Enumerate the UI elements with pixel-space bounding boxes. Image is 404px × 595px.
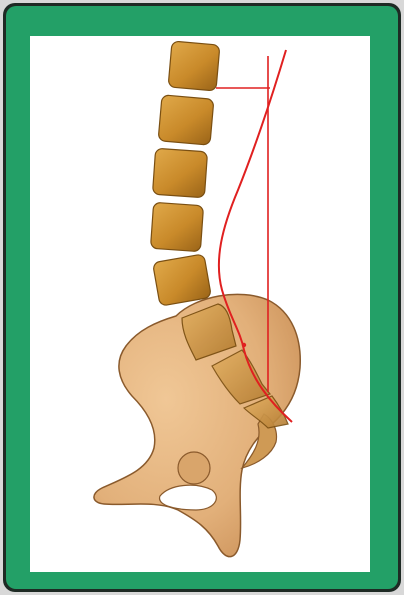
vertebra-2 <box>158 95 214 145</box>
vertebra-5 <box>153 254 212 306</box>
curve-marker <box>242 343 246 347</box>
vertebra-3 <box>152 148 207 198</box>
vertebra-1 <box>168 41 220 91</box>
acetabulum <box>178 452 210 484</box>
vertebra-4 <box>150 202 203 251</box>
